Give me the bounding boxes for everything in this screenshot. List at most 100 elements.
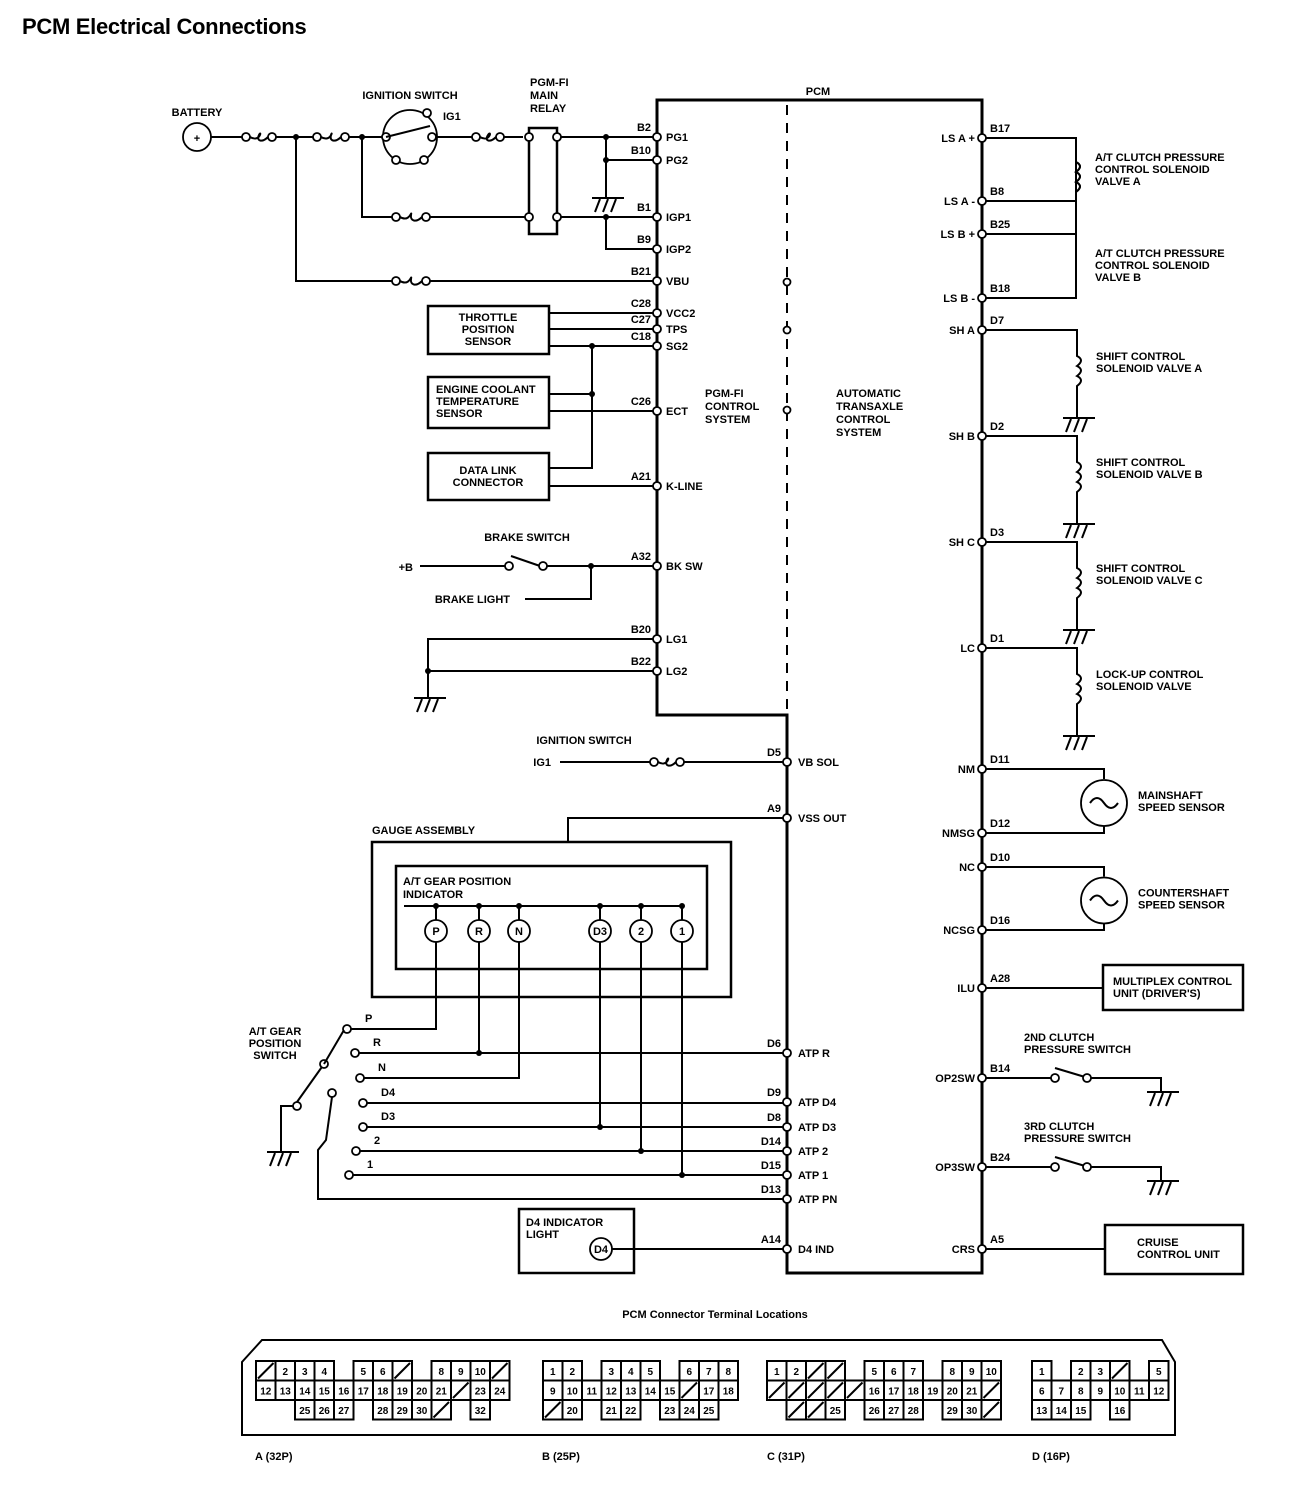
fuse-icon — [399, 276, 423, 286]
wire — [986, 286, 1077, 299]
terminal-number: 11 — [586, 1386, 597, 1397]
multiplex-label: UNIT (DRIVER'S) — [1113, 988, 1201, 1000]
gear-switch-position-label: 2 — [374, 1135, 380, 1147]
pin-name: BK SW — [666, 561, 703, 573]
terminal-number: 25 — [830, 1406, 842, 1417]
terminal-number: 23 — [475, 1386, 487, 1397]
pcm-pin-d4-ind — [782, 1244, 792, 1254]
pin-name: ECT — [666, 406, 688, 418]
gear-indicator-label: INDICATOR — [403, 889, 463, 901]
terminal-number: 1 — [774, 1367, 780, 1378]
pcm-internal-terminal — [782, 325, 792, 335]
tps-label: THROTTLE — [459, 312, 518, 324]
pin-number: A5 — [990, 1234, 1004, 1246]
pin-name: ATP PN — [798, 1194, 837, 1206]
pin-name: NM — [958, 764, 975, 776]
terminal-number: 18 — [908, 1386, 920, 1397]
terminal-number: 32 — [475, 1406, 487, 1417]
pin-name: LG1 — [666, 634, 687, 646]
terminal-number: 2 — [569, 1367, 575, 1378]
pin-number: B8 — [990, 186, 1004, 198]
pcm-pin-bk sw — [652, 561, 662, 571]
terminal-number: 26 — [869, 1406, 881, 1417]
pin-name: LS B + — [940, 229, 975, 241]
fuse-terminal — [267, 132, 277, 142]
gear-switch-position-label: D3 — [381, 1111, 395, 1123]
pressure-switch-terminal — [1082, 1162, 1092, 1172]
wire — [986, 923, 1105, 931]
blank-cell-slash — [768, 1381, 786, 1399]
pressure-switch-terminal — [1050, 1162, 1060, 1172]
ground-icon — [1081, 630, 1088, 645]
fuse-terminal — [421, 276, 431, 286]
terminal — [524, 212, 534, 222]
terminal-number: 6 — [686, 1367, 692, 1378]
tps-label: SENSOR — [465, 336, 512, 348]
wire — [361, 137, 392, 218]
ground-icon — [1073, 524, 1080, 539]
terminal-number: 20 — [947, 1386, 959, 1397]
switch-blade — [1054, 1067, 1086, 1078]
fuse-terminal — [471, 132, 481, 142]
wire — [605, 217, 653, 250]
pcm-pin-sh-a — [977, 325, 987, 335]
terminal-number: 20 — [416, 1386, 428, 1397]
gear-switch-terminal — [342, 1024, 352, 1034]
ground-icon — [424, 698, 431, 713]
wire — [986, 329, 1078, 344]
at-system-label: SYSTEM — [836, 427, 881, 439]
pcm-pin-ls-a-- — [977, 196, 987, 206]
terminal-number: 18 — [723, 1386, 735, 1397]
ground-icon — [1065, 630, 1072, 645]
pcm-pin-tps — [652, 324, 662, 334]
terminal-number: 19 — [927, 1386, 939, 1397]
wire — [567, 817, 783, 842]
multiplex-control-unit — [1101, 963, 1245, 1012]
terminal-number: 5 — [647, 1367, 653, 1378]
terminal — [524, 132, 534, 142]
fuse-terminal — [649, 757, 659, 767]
pressure-solenoid-label: VALVE B — [1095, 272, 1141, 284]
terminal-number: 5 — [1156, 1367, 1162, 1378]
terminal-number: 17 — [703, 1386, 715, 1397]
pcm-pin-atp-r — [782, 1048, 792, 1058]
pin-number: D10 — [990, 852, 1010, 864]
pin-name: ATP 1 — [798, 1170, 828, 1182]
pin-name: ATP R — [798, 1048, 830, 1060]
terminal-number: 2 — [282, 1367, 288, 1378]
ig1-label: IG1 — [533, 757, 551, 769]
blank-cell-slash — [452, 1381, 470, 1399]
ground-icon — [602, 198, 609, 213]
pin-number: C18 — [631, 331, 651, 343]
shift-solenoid-label: SHIFT CONTROL — [1096, 457, 1185, 469]
terminal-number: 5 — [360, 1367, 366, 1378]
terminal-number: 14 — [299, 1386, 311, 1397]
ground-icon — [1065, 418, 1072, 433]
brake-light-label: BRAKE LIGHT — [435, 594, 510, 606]
terminal-number: 11 — [1134, 1386, 1145, 1397]
terminal-number: 10 — [986, 1367, 998, 1378]
pressure-solenoid-label: CONTROL SOLENOID — [1095, 260, 1210, 272]
pin-number: B20 — [631, 624, 651, 636]
connector-cell — [333, 1399, 355, 1421]
ground-icon — [1073, 418, 1080, 433]
pin-number: B17 — [990, 123, 1010, 135]
pin-number: C28 — [631, 298, 651, 310]
pgmfi-system-label: SYSTEM — [705, 414, 750, 426]
at-system-label: CONTROL — [836, 414, 891, 426]
pcm-pin-igp2 — [652, 244, 662, 254]
pcm-pin-ilu — [977, 983, 987, 993]
switch-arm — [323, 1029, 345, 1065]
gear-switch-terminal — [350, 1048, 360, 1058]
pin-name: IGP1 — [666, 212, 691, 224]
switch-arm — [296, 1063, 325, 1103]
terminal-number: 14 — [1056, 1406, 1068, 1417]
pcm-pin-vss-out — [782, 813, 792, 823]
pin-number: C26 — [631, 396, 651, 408]
main-relay-label: MAIN — [530, 90, 558, 102]
terminal-number: 12 — [1153, 1386, 1165, 1397]
shift-solenoid-label: SHIFT CONTROL — [1096, 563, 1185, 575]
pin-name: ATP 2 — [798, 1146, 828, 1158]
fuse-icon — [657, 757, 677, 767]
indicator-lamp-label: D4 — [594, 1244, 609, 1256]
